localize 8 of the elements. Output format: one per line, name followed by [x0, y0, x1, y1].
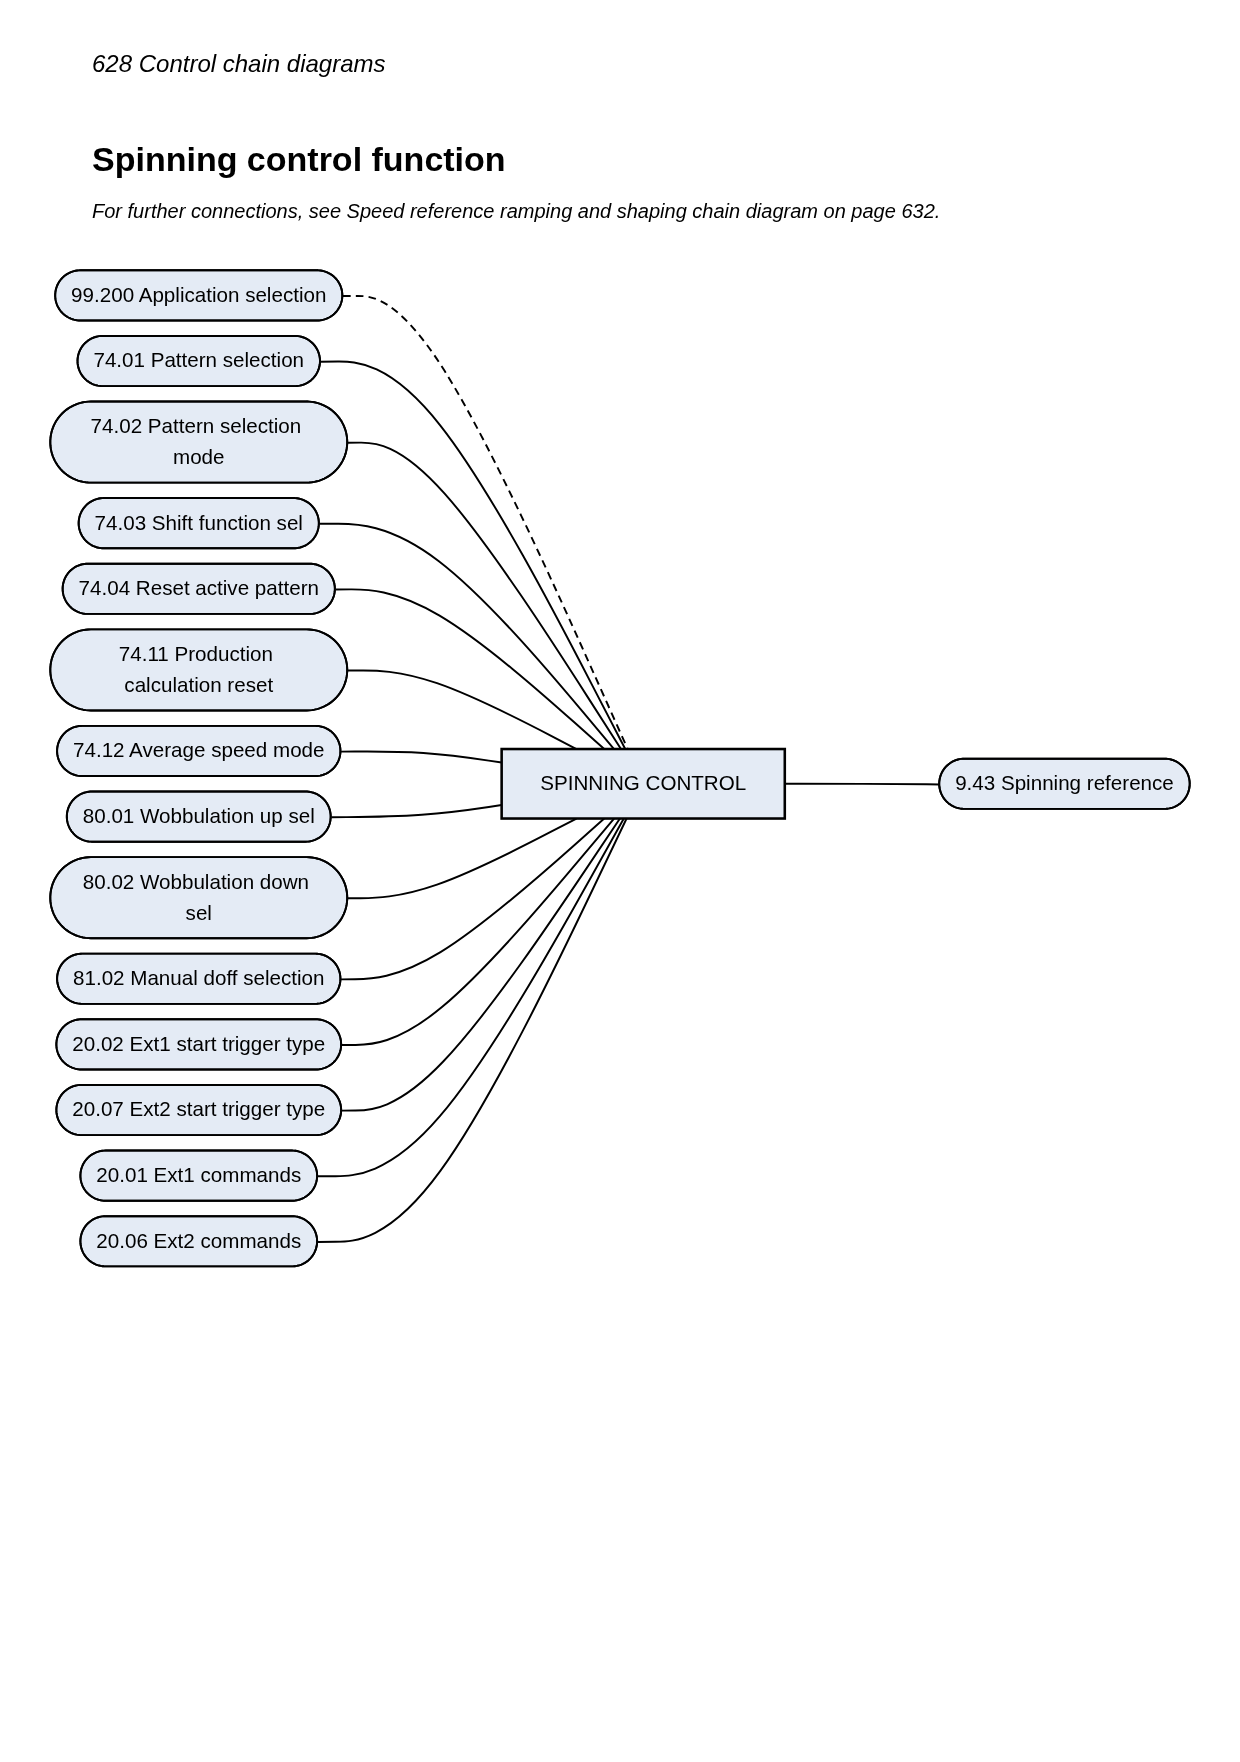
diagram-title: Spinning control function — [92, 140, 506, 179]
connector — [334, 588, 606, 750]
connector — [319, 360, 627, 750]
page-header: 628 Control chain diagrams — [92, 50, 386, 78]
connector — [342, 294, 629, 750]
node-box: SPINNING CONTROL — [500, 747, 787, 820]
note-text: For further connections, see Speed reference ramping and shaping chain diagram on page 632. — [92, 200, 942, 223]
connector — [318, 522, 615, 750]
